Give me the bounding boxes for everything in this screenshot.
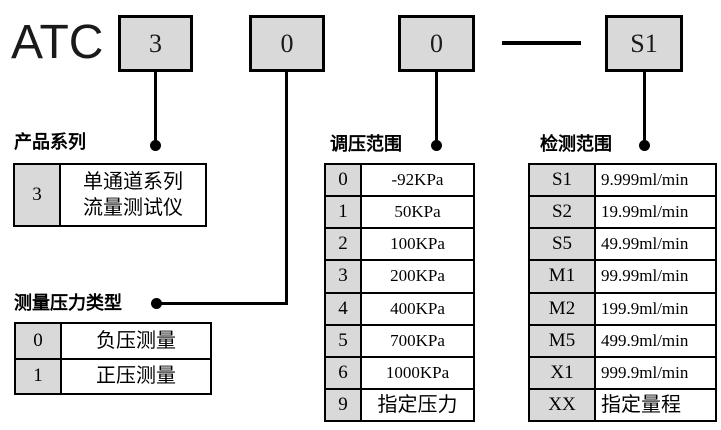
- code-cell: 4: [326, 293, 362, 324]
- pressure-range-table: 0 -92KPa 1 50KPa 2 100KPa 3 200KPa 4 400KPa 5 700KP…: [324, 163, 475, 422]
- connector-dot-pressure-range: [431, 140, 442, 151]
- code-cell: S5: [530, 229, 596, 260]
- connector-line-pressure-type-horizontal: [158, 302, 288, 305]
- desc-cell: 49.99ml/min: [601, 234, 689, 254]
- table-row: 1 正压测量: [16, 357, 210, 393]
- separator-dash: [502, 41, 581, 45]
- table-row: 1 50KPa: [326, 195, 473, 228]
- code-cell: XX: [530, 389, 596, 420]
- connector-line-detection-range: [643, 72, 646, 141]
- connector-line-series: [154, 72, 157, 141]
- code-cell: S2: [530, 197, 596, 228]
- code-cell: 9: [326, 389, 362, 420]
- section-title-detection-range: 检测范围: [540, 134, 612, 154]
- code-box-detection-range: S1: [605, 15, 683, 72]
- code-box-series: 3: [118, 15, 193, 72]
- desc-line: 单通道系列: [83, 171, 183, 193]
- desc-cell: 499.9ml/min: [601, 330, 689, 350]
- connector-line-pressure-type-vertical: [285, 72, 288, 305]
- section-title-pressure-type: 测量压力类型: [14, 293, 122, 313]
- code-cell: 2: [326, 229, 362, 260]
- desc-cell: 负压测量: [96, 329, 176, 352]
- desc-cell: 指定量程: [601, 393, 681, 416]
- table-row: 0 -92KPa: [326, 165, 473, 196]
- connector-line-pressure-range: [435, 72, 438, 141]
- desc-cell: 1000KPa: [385, 362, 450, 382]
- connector-dot-series: [150, 140, 161, 151]
- section-title-pressure-range: 调压范围: [330, 134, 402, 154]
- code-cell: 1: [16, 359, 62, 393]
- code-cell: 0: [16, 324, 62, 358]
- connector-dot-detection-range: [639, 140, 650, 151]
- code-box-pressure-range: 0: [398, 15, 475, 72]
- table-row: 6 1000KPa: [326, 355, 473, 388]
- table-row: 0 负压测量: [16, 324, 210, 358]
- code-cell: M5: [530, 325, 596, 356]
- desc-cell: 正压测量: [96, 365, 176, 388]
- desc-cell: -92KPa: [391, 170, 444, 190]
- connector-dot-pressure-type: [151, 298, 162, 309]
- code-cell: 0: [326, 165, 362, 196]
- desc-cell: 199.9ml/min: [601, 298, 689, 318]
- desc-cell: 100KPa: [390, 234, 445, 254]
- code-cell: M1: [530, 261, 596, 292]
- desc-cell: 指定压力: [377, 393, 458, 416]
- desc-cell: 200KPa: [390, 266, 445, 286]
- code-cell: 1: [326, 197, 362, 228]
- desc-cell: 999.9ml/min: [601, 362, 689, 382]
- table-row: 3 200KPa: [326, 259, 473, 292]
- code-cell: 5: [326, 325, 362, 356]
- brand-text: ATC: [11, 16, 104, 69]
- code-cell: S1: [530, 165, 596, 196]
- desc-cell: 99.99ml/min: [601, 266, 689, 286]
- section-title-product-series: 产品系列: [14, 132, 86, 152]
- table-row: 2 100KPa: [326, 227, 473, 260]
- table-row: 9 指定压力: [326, 387, 473, 420]
- desc-cell: 19.99ml/min: [601, 202, 689, 222]
- code-cell: 3: [15, 165, 61, 225]
- pressure-type-table: 0 负压测量 1 正压测量: [14, 322, 212, 395]
- desc-cell: 单通道系列流量测试仪: [61, 165, 205, 225]
- code-cell: X1: [530, 357, 596, 388]
- code-cell: M2: [530, 293, 596, 324]
- code-cell: 6: [326, 357, 362, 388]
- desc-line: 流量测试仪: [83, 197, 183, 219]
- code-cell: 3: [326, 261, 362, 292]
- desc-cell: 400KPa: [390, 298, 445, 318]
- desc-cell: 700KPa: [390, 330, 445, 350]
- code-box-pressure-type: 0: [249, 15, 325, 72]
- table-row: 5 700KPa: [326, 323, 473, 356]
- desc-cell: 9.999ml/min: [601, 170, 689, 190]
- desc-cell: 50KPa: [394, 202, 441, 222]
- table-row: 4 400KPa: [326, 291, 473, 324]
